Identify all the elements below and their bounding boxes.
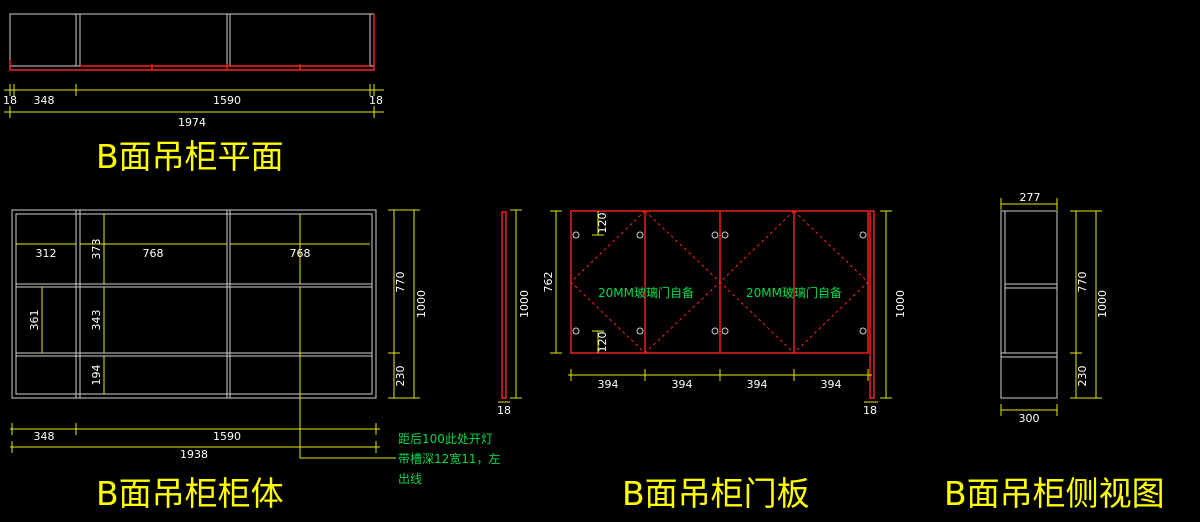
plan-dim-1590: 1590 bbox=[213, 94, 241, 107]
door-open-mark bbox=[719, 210, 795, 354]
body-note-line-2: 带槽深12宽11，左 bbox=[398, 451, 501, 466]
body-dim-348: 348 bbox=[34, 430, 55, 443]
door-dim-394-2: 394 bbox=[672, 378, 693, 391]
door-dim-18: 18 bbox=[863, 404, 877, 417]
plan-dim-18-left: 18 bbox=[3, 94, 17, 107]
hinge-icon bbox=[572, 327, 580, 335]
body-dim-343: 343 bbox=[90, 310, 103, 331]
side-dim-230: 230 bbox=[1076, 366, 1089, 387]
body-dim-373: 373 bbox=[90, 239, 103, 260]
side-panel-view: 1000 18 bbox=[497, 209, 531, 417]
hinge-icon bbox=[711, 327, 719, 335]
door-open-mark bbox=[644, 210, 721, 354]
side-title: B面吊柜侧视图 bbox=[944, 474, 1165, 513]
body-dim-194: 194 bbox=[90, 365, 103, 386]
body-outline bbox=[11, 209, 377, 399]
side-view: 277 770 230 1000 300 B面吊柜侧视图 bbox=[944, 191, 1165, 513]
hinge-icon bbox=[636, 327, 644, 335]
body-note-line-1: 距后100此处开灯 bbox=[398, 432, 493, 446]
plan-title: B面吊柜平面 bbox=[96, 137, 284, 176]
hinge-icon bbox=[721, 231, 729, 239]
side-panel-board bbox=[501, 211, 507, 399]
door-glass-label-right: 20MM玻璃门自备 bbox=[746, 285, 842, 300]
door-dim-394-4: 394 bbox=[821, 378, 842, 391]
plan-door-line bbox=[9, 14, 375, 71]
hinge-icon bbox=[859, 231, 867, 239]
body-leader bbox=[299, 287, 396, 459]
door-dim-394-3: 394 bbox=[747, 378, 768, 391]
plan-dim-348: 348 bbox=[34, 94, 55, 107]
body-view: 312 768 768 373 343 194 361 770 230 1000… bbox=[10, 209, 501, 513]
body-dim-768-left: 768 bbox=[143, 247, 164, 260]
body-dim-770: 770 bbox=[394, 272, 407, 293]
side-panel-dim-18: 18 bbox=[497, 404, 511, 417]
door-dim-1000: 1000 bbox=[894, 290, 907, 318]
plan-dim-18-right: 18 bbox=[369, 94, 383, 107]
side-outline bbox=[1000, 210, 1058, 399]
door-title: B面吊柜门板 bbox=[622, 474, 810, 513]
hinge-icon bbox=[636, 231, 644, 239]
door-view: 120 120 762 20MM玻璃门自备 20MM玻璃门自备 394 394 … bbox=[542, 210, 907, 513]
door-dim-762: 762 bbox=[542, 272, 555, 293]
side-panel-dim-1000: 1000 bbox=[518, 290, 531, 318]
door-dim-120-bottom: 120 bbox=[596, 332, 609, 353]
body-dim-1000: 1000 bbox=[415, 290, 428, 318]
body-dim-230: 230 bbox=[394, 366, 407, 387]
door-open-mark bbox=[793, 210, 869, 354]
door-dim-394-1: 394 bbox=[598, 378, 619, 391]
hinge-icon bbox=[711, 231, 719, 239]
door-glass-label-left: 20MM玻璃门自备 bbox=[598, 285, 694, 300]
body-dim-1590: 1590 bbox=[213, 430, 241, 443]
body-dim-1938: 1938 bbox=[180, 448, 208, 461]
body-dim-361: 361 bbox=[28, 310, 41, 331]
plan-dim-1974: 1974 bbox=[178, 116, 206, 129]
door-dim-120-top: 120 bbox=[596, 213, 609, 234]
body-title: B面吊柜柜体 bbox=[96, 474, 284, 513]
side-dim-300: 300 bbox=[1019, 412, 1040, 425]
side-dim-770: 770 bbox=[1076, 272, 1089, 293]
body-dim-768-right: 768 bbox=[290, 247, 311, 260]
hinge-icon bbox=[721, 327, 729, 335]
body-dim-312: 312 bbox=[36, 247, 57, 260]
side-dim-1000: 1000 bbox=[1096, 290, 1109, 318]
door-open-mark bbox=[570, 210, 646, 354]
body-note-line-3: 出线 bbox=[398, 472, 422, 486]
door-side-board bbox=[869, 210, 875, 399]
plan-outline bbox=[9, 13, 375, 67]
plan-view: 18 348 1590 18 1974 B面吊柜平面 bbox=[3, 13, 384, 176]
hinge-icon bbox=[572, 231, 580, 239]
side-dim-277: 277 bbox=[1020, 191, 1041, 204]
hinge-icon bbox=[859, 327, 867, 335]
